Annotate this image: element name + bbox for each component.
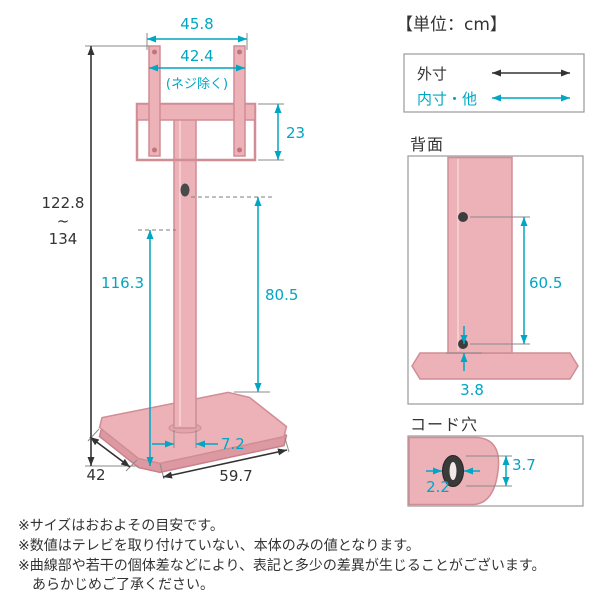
- dim-top-width: 45.8: [180, 15, 213, 33]
- pole-cord-hole: [180, 183, 190, 197]
- legend-inner-label: 内寸・他: [417, 90, 477, 108]
- front-view-dimensions: 45.8 42.4 (ネジ除く) 23 122.8 ~ 134 116.3 80…: [42, 15, 306, 485]
- cord-hole-title: コード穴: [410, 415, 478, 434]
- dim-cord-hole-height: 80.5: [265, 286, 298, 304]
- back-view-title: 背面: [410, 135, 444, 154]
- mount-rail-right: [233, 45, 246, 157]
- dim-arrow-base-depth: [89, 436, 131, 468]
- dim-total-height-separator: ~: [57, 212, 70, 230]
- footnote-line: ※サイズはおおよその目安です。: [18, 518, 224, 534]
- legend-box: [403, 53, 585, 113]
- screw-hole-upper: [458, 212, 468, 222]
- header: 【単位：cm】: [396, 15, 507, 35]
- front-view: [98, 45, 288, 474]
- dim-total-height-min: 122.8: [42, 194, 85, 212]
- ext-line: [125, 459, 138, 472]
- footnote-line: ※数値はテレビを取り付けていない、本体のみの値となります。: [18, 538, 420, 554]
- dim-pole-base-width: 7.2: [221, 435, 245, 453]
- screw-icon: [237, 147, 242, 153]
- ext-line: [87, 428, 100, 442]
- dim-bracket-width: 42.4: [180, 47, 213, 65]
- screw-icon: [152, 147, 157, 153]
- dim-hole-height: 3.7: [512, 456, 536, 474]
- footnote-line: あらかじめご了承ください。: [32, 577, 214, 593]
- cord-hole-view: コード穴 3.7 2.2: [407, 415, 584, 507]
- screw-icon: [152, 49, 157, 55]
- legend: 外寸 内寸・他: [403, 53, 585, 113]
- dim-hole-width: 2.2: [426, 478, 450, 496]
- dim-pole-height: 116.3: [101, 274, 144, 292]
- cord-hole-slot: [449, 462, 457, 480]
- back-view: 背面 60.5 3.8: [407, 135, 584, 405]
- mount-crossbar: [136, 103, 256, 121]
- footnotes: ※サイズはおおよその目安です。 ※数値はテレビを取り付けていない、本体のみの値と…: [18, 518, 546, 593]
- footnote-line: ※曲線部や若干の個体差などにより、表記と多少の差異が生じることがございます。: [18, 557, 546, 574]
- legend-outer-label: 外寸: [417, 65, 447, 83]
- mount-rail-left: [148, 45, 161, 157]
- dim-screw-hole-span: 60.5: [529, 274, 562, 292]
- screw-hole-lower: [458, 339, 468, 349]
- dim-base-width: 59.7: [219, 467, 252, 485]
- dim-base-depth: 42: [86, 466, 105, 484]
- dim-bracket-width-note: (ネジ除く): [166, 77, 228, 92]
- screw-icon: [237, 49, 242, 55]
- dim-bracket-height: 23: [286, 124, 305, 142]
- ext-line: [284, 437, 290, 453]
- dim-total-height-max: 134: [49, 230, 78, 248]
- back-base-plate: [411, 352, 579, 380]
- dim-arrow-base-width: [162, 448, 288, 479]
- dim-hole-to-base: 3.8: [460, 381, 484, 399]
- unit-label: 【単位：cm】: [396, 15, 507, 35]
